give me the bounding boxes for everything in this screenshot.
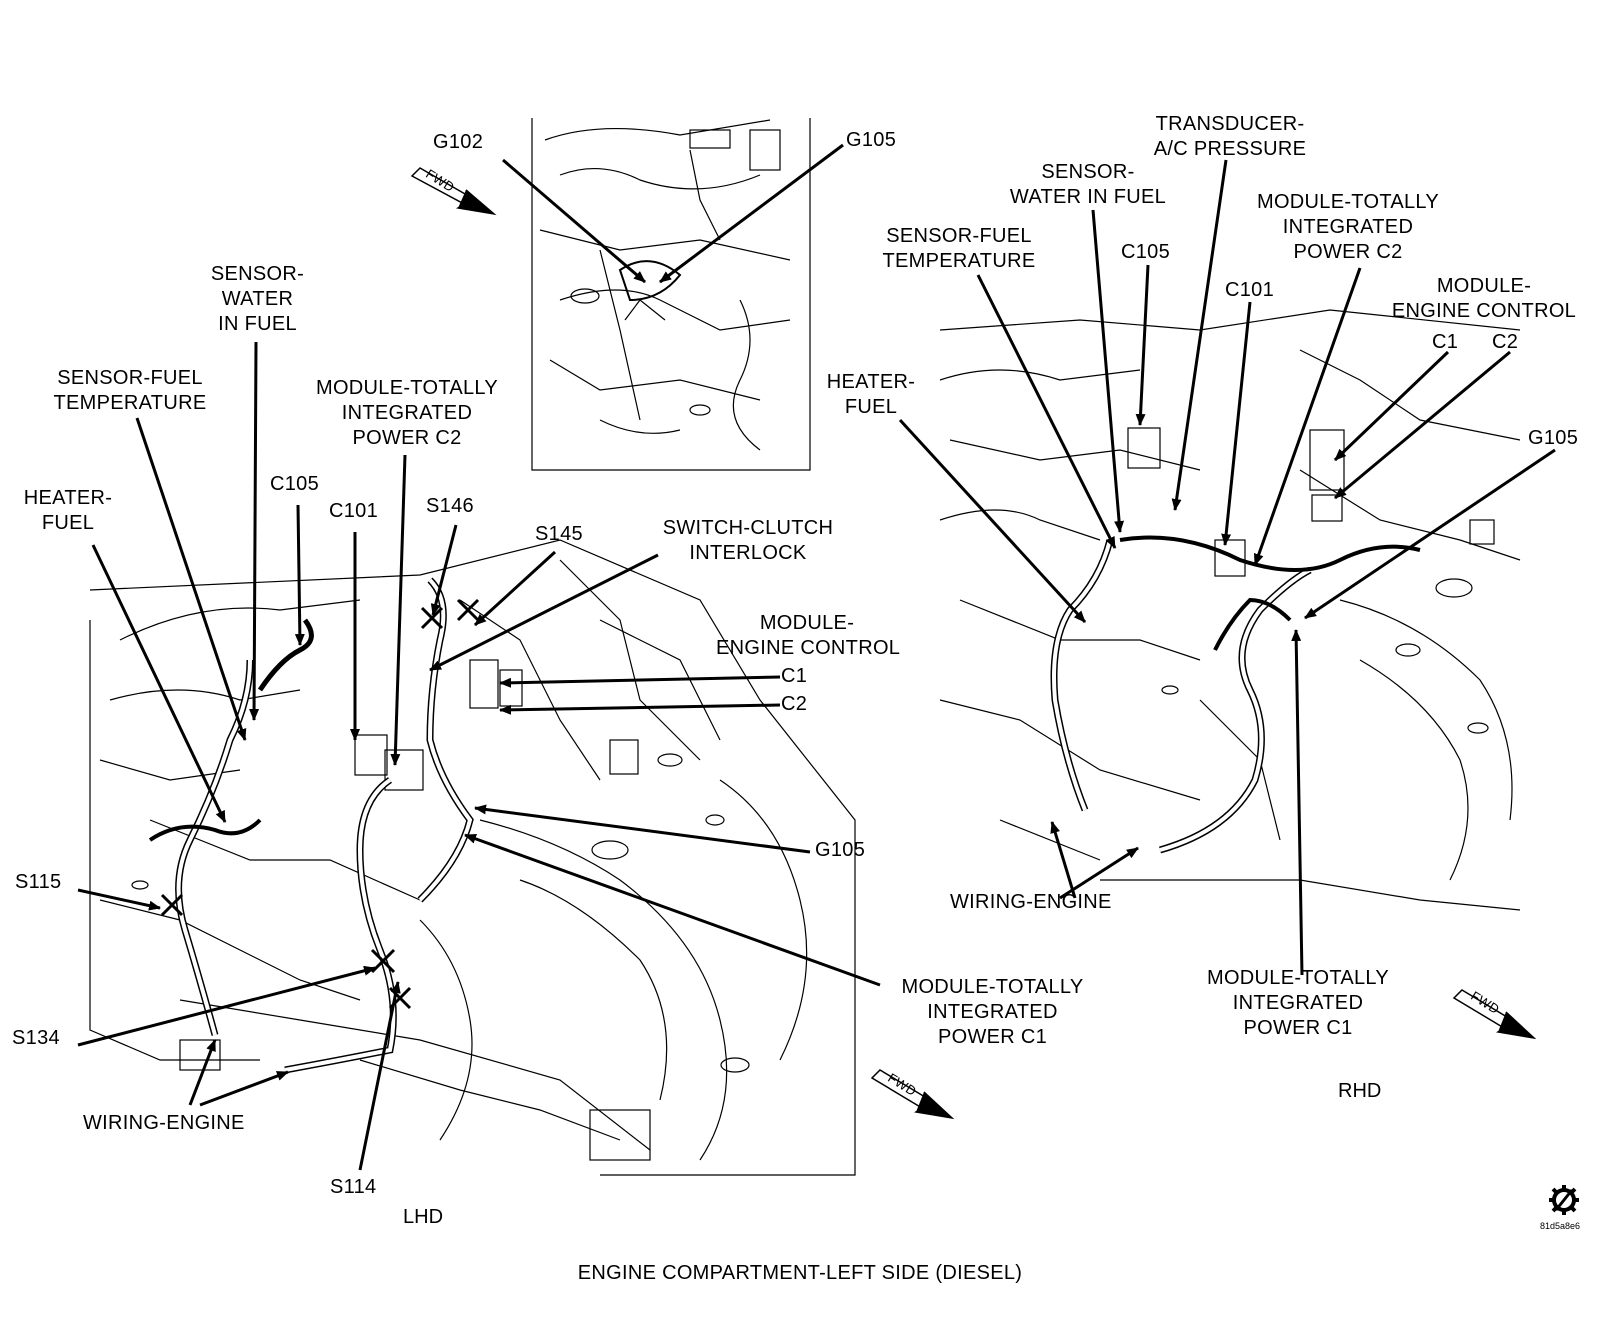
rhd-label-sensor-water-in-fuel: SENSOR- WATER IN FUEL bbox=[1009, 161, 1167, 208]
rhd-label-g105: G105 bbox=[1528, 427, 1579, 449]
inset-engine-bay-drawing bbox=[531, 118, 811, 471]
lhd-label-module-tipm-c1: MODULE-TOTALLY INTEGRATED POWER C1 bbox=[901, 976, 1084, 1048]
image-code: 81d5a8e6 bbox=[1540, 1221, 1581, 1231]
rhd-engine-bay-drawing bbox=[939, 309, 1521, 911]
lhd-view-label: LHD bbox=[403, 1206, 444, 1228]
rhd-leader-lines bbox=[898, 159, 1556, 976]
lhd-label-s134: S134 bbox=[12, 1027, 60, 1049]
lhd-label-s145: S145 bbox=[535, 523, 583, 545]
lhd-label-heater-fuel: HEATER- FUEL bbox=[23, 487, 113, 534]
rhd-label-module-engine-control: MODULE- ENGINE CONTROL bbox=[1391, 275, 1577, 322]
rhd-label-module-tipm-c2: MODULE-TOTALLY INTEGRATED POWER C2 bbox=[1256, 191, 1439, 263]
lhd-splice-marks bbox=[160, 598, 480, 1010]
rhd-label-c105: C105 bbox=[1121, 241, 1171, 263]
gear-icon bbox=[1549, 1185, 1579, 1215]
diagram-caption: ENGINE COMPARTMENT-LEFT SIDE (DIESEL) bbox=[577, 1262, 1023, 1284]
lhd-label-g102: G102 bbox=[433, 131, 484, 153]
rhd-label-c101: C101 bbox=[1225, 279, 1275, 301]
lhd-label-wiring-engine: WIRING-ENGINE bbox=[83, 1112, 245, 1134]
rhd-view-label: RHD bbox=[1338, 1080, 1382, 1102]
lhd-label-s146: S146 bbox=[426, 495, 474, 517]
rhd-label-c2: C2 bbox=[1492, 331, 1519, 353]
lhd-label-s114: S114 bbox=[330, 1176, 377, 1198]
lhd-label-sensor-fuel-temperature: SENSOR-FUEL TEMPERATURE bbox=[53, 367, 207, 414]
lhd-leader-lines bbox=[77, 143, 881, 1171]
lhd-label-module-tipm-c2: MODULE-TOTALLY INTEGRATED POWER C2 bbox=[315, 377, 498, 449]
inset-fwd-arrow bbox=[410, 167, 497, 216]
lhd-label-g105-inset: G105 bbox=[846, 129, 897, 151]
lhd-label-switch-clutch-interlock: SWITCH-CLUTCH INTERLOCK bbox=[662, 517, 834, 564]
lhd-label-c105: C105 bbox=[270, 473, 320, 495]
lhd-label-c2: C2 bbox=[781, 693, 808, 715]
lhd-fwd-arrow bbox=[870, 1069, 955, 1120]
rhd-label-c1: C1 bbox=[1432, 331, 1459, 353]
lhd-label-g105: G105 bbox=[815, 839, 866, 861]
lhd-label-c1: C1 bbox=[781, 665, 808, 687]
lhd-label-sensor-water-in-fuel: SENSOR- WATER IN FUEL bbox=[210, 263, 305, 335]
rhd-label-wiring-engine: WIRING-ENGINE bbox=[950, 891, 1112, 913]
lhd-label-module-engine-control: MODULE- ENGINE CONTROL bbox=[716, 612, 901, 659]
rhd-fwd-arrow bbox=[1452, 989, 1537, 1040]
rhd-label-heater-fuel: HEATER- FUEL bbox=[826, 371, 916, 418]
lhd-label-c101: C101 bbox=[329, 500, 379, 522]
rhd-label-module-tipm-c1: MODULE-TOTALLY INTEGRATED POWER C1 bbox=[1206, 967, 1389, 1039]
lhd-label-s115: S115 bbox=[15, 871, 62, 893]
rhd-label-transducer-ac-pressure: TRANSDUCER- A/C PRESSURE bbox=[1153, 113, 1307, 160]
rhd-label-sensor-fuel-temperature: SENSOR-FUEL TEMPERATURE bbox=[882, 225, 1036, 272]
